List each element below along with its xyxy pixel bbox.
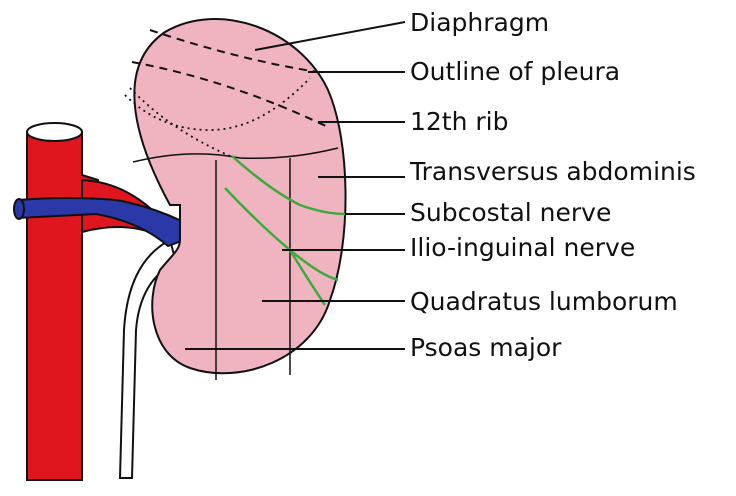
ilio-inguinal-branch [288,249,327,306]
label-transversus-abdominis: Transversus abdominis [409,157,696,186]
label-diaphragm: Diaphragm [410,8,549,37]
label-subcostal-nerve: Subcostal nerve [410,198,611,227]
label-quadratus-lumborum: Quadratus lumborum [410,287,678,316]
leader-diaphragm [254,21,406,51]
label-ilio-inguinal-nerve: Ilio-inguinal nerve [410,233,635,262]
aorta-opening [26,122,83,142]
kidney [133,18,347,375]
label-12th-rib: 12th rib [410,107,509,136]
rib12-line [131,61,331,129]
renal-vein-end [13,198,25,220]
diaphragm-line [149,29,319,73]
renal-vein [17,197,185,248]
label-psoas-major: Psoas major [410,333,562,362]
muscle-boundary-upper [132,147,339,163]
subcostal-nerve [231,155,346,216]
pleura-outline [124,77,311,157]
label-pleura: Outline of pleura [410,57,620,86]
